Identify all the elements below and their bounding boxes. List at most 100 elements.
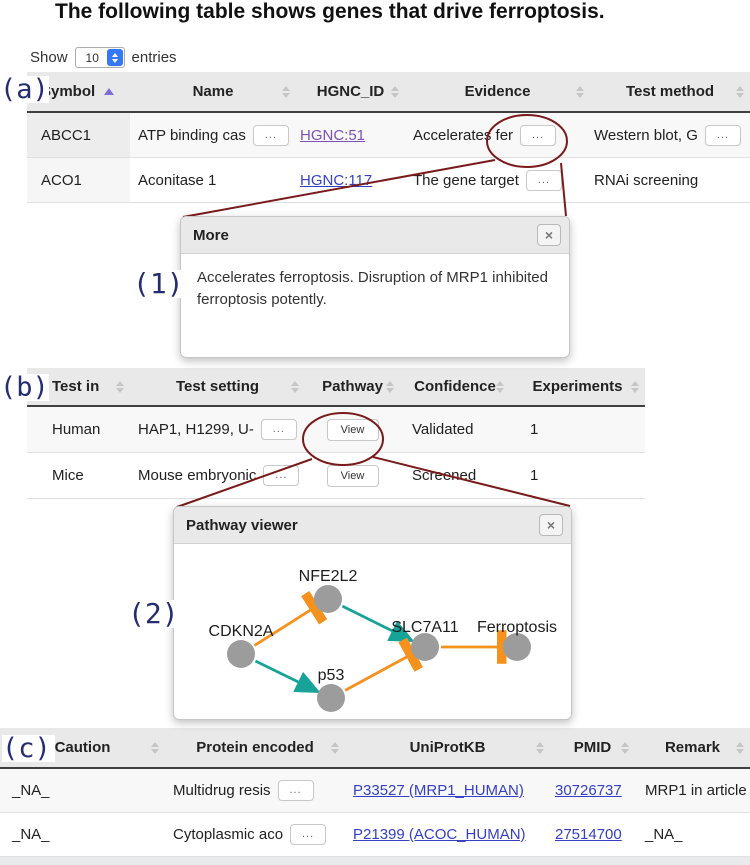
page-title: The following table shows genes that dri… — [55, 0, 605, 23]
expand-text-button[interactable]: ... — [277, 780, 314, 801]
expand-evidence-button[interactable]: ... — [525, 169, 562, 191]
cell-confidence: Validated — [400, 421, 510, 438]
show-entries-control: Show 10 entries — [30, 47, 177, 68]
annotations-table: Caution Protein encoded UniProtKB PMID R… — [0, 728, 750, 857]
cell-pmid: 30726737 — [550, 782, 635, 799]
close-icon[interactable]: × — [539, 514, 563, 536]
column-header-evidence[interactable]: Evidence — [405, 72, 590, 111]
column-header-uniprotkb[interactable]: UniProtKB — [345, 728, 550, 767]
expand-text-button[interactable]: ... — [260, 419, 297, 440]
caution-value: _NA_ — [12, 826, 50, 843]
gene-name-truncated: ATP binding cas — [138, 126, 246, 144]
node-p53[interactable] — [317, 684, 345, 712]
hgnc-link[interactable]: HGNC:51 — [300, 126, 366, 144]
page-length-select[interactable]: 10 — [74, 47, 125, 68]
column-header-label: Evidence — [464, 83, 531, 100]
column-header-test-method[interactable]: Test method — [590, 72, 750, 111]
view-pathway-button[interactable]: View — [326, 464, 379, 487]
node-label: Ferroptosis — [477, 619, 557, 636]
remark-value: _NA_ — [645, 826, 683, 843]
cell-evidence: Accelerates fer ... — [405, 124, 590, 146]
column-header-symbol[interactable]: Symbol — [27, 72, 130, 111]
callout-label-1: (1) — [133, 267, 184, 300]
column-header-pathway[interactable]: Pathway — [305, 368, 400, 405]
page-length-value: 10 — [85, 50, 99, 65]
panel-label-c: (c) — [2, 735, 55, 762]
column-header-label: HGNC_ID — [316, 83, 385, 100]
column-header-label: Experiments — [532, 378, 623, 395]
more-modal: More × Accelerates ferroptosis. Disrupti… — [180, 216, 570, 358]
column-header-caution[interactable]: Caution — [0, 728, 165, 767]
column-header-label: Test in — [52, 378, 100, 395]
column-header-test-in[interactable]: Test in — [27, 368, 130, 405]
show-label: Show — [30, 49, 68, 66]
more-modal-header: More × — [181, 217, 569, 254]
cell-uniprotkb: P21399 (ACOC_HUMAN) — [345, 826, 550, 843]
column-header-label: Symbol — [41, 83, 96, 100]
sort-icon — [496, 380, 504, 393]
modal-title: More — [193, 226, 229, 244]
cell-hgnc: HGNC:117 — [296, 172, 405, 189]
cell-remark: _NA_ — [635, 826, 750, 843]
cell-symbol: ACO1 — [27, 158, 130, 202]
sort-icon — [391, 85, 399, 98]
column-header-remark[interactable]: Remark — [635, 728, 750, 767]
uniprot-link[interactable]: P21399 (ACOC_HUMAN) — [353, 826, 526, 843]
gene-table-header: Symbol Name HGNC_ID Evidence Test method — [27, 72, 750, 113]
column-header-pmid[interactable]: PMID — [550, 728, 635, 767]
column-header-experiments[interactable]: Experiments — [510, 368, 645, 405]
evidence-truncated: Accelerates fer — [413, 126, 514, 144]
cell-experiments: 1 — [510, 421, 645, 438]
table-footer-strip — [0, 857, 750, 865]
expand-evidence-button[interactable]: ... — [520, 124, 557, 146]
sort-icon — [386, 380, 394, 393]
test-setting-truncated: HAP1, H1299, U- — [138, 421, 254, 438]
protein-encoded-truncated: Multidrug resis — [173, 782, 271, 799]
more-modal-body: Accelerates ferroptosis. Disruption of M… — [197, 269, 548, 308]
remark-value: MRP1 in article — [645, 782, 747, 799]
edge-p53-slc7a11 — [344, 637, 424, 692]
node-nfe2l2[interactable] — [314, 585, 342, 613]
experiments-table-header: Test in Test setting Pathway Confidence … — [27, 368, 645, 407]
sort-icon — [631, 380, 639, 393]
cell-caution: _NA_ — [0, 826, 165, 843]
pmid-link[interactable]: 30726737 — [555, 782, 622, 799]
table-row: ABCC1 ATP binding cas ... HGNC:51 Accele… — [27, 113, 750, 158]
confidence-value: Validated — [412, 421, 474, 438]
evidence-truncated: The gene target — [413, 171, 519, 189]
callout-label-2: (2) — [128, 597, 179, 630]
edge-cdkn2a-p53 — [254, 659, 321, 693]
column-header-hgnc-id[interactable]: HGNC_ID — [296, 72, 405, 111]
sort-icon — [536, 741, 544, 754]
cell-test-setting: HAP1, H1299, U- ... — [130, 419, 305, 440]
cell-experiments: 1 — [510, 467, 645, 484]
column-header-test-setting[interactable]: Test setting — [130, 368, 305, 405]
view-pathway-button[interactable]: View — [326, 418, 379, 441]
sort-icon — [576, 85, 584, 98]
edge-cdkn2a-nfe2l2 — [253, 590, 328, 647]
sort-icon — [331, 741, 339, 754]
sort-icon — [291, 380, 299, 393]
hgnc-link[interactable]: HGNC:117 — [300, 171, 373, 189]
sort-icon — [736, 85, 744, 98]
test-in-value: Mice — [52, 467, 84, 484]
expand-text-button[interactable]: ... — [263, 465, 300, 486]
expand-text-button[interactable]: ... — [252, 124, 289, 146]
cell-test-method: Western blot, G ... — [590, 124, 750, 146]
pmid-link[interactable]: 27514700 — [555, 826, 622, 843]
uniprot-link[interactable]: P33527 (MRP1_HUMAN) — [353, 782, 524, 799]
column-header-protein-encoded[interactable]: Protein encoded — [165, 728, 345, 767]
table-row: Mice Mouse embryonic ... View Screened 1 — [27, 453, 645, 499]
experiments-count: 1 — [530, 421, 539, 438]
node-slc7a11[interactable] — [411, 633, 439, 661]
expand-text-button[interactable]: ... — [704, 124, 741, 146]
column-header-name[interactable]: Name — [130, 72, 296, 111]
expand-text-button[interactable]: ... — [290, 824, 327, 845]
node-cdkn2a[interactable] — [227, 640, 255, 668]
node-ferroptosis[interactable] — [503, 633, 531, 661]
column-header-label: Pathway — [322, 378, 383, 395]
close-icon[interactable]: × — [537, 224, 561, 246]
column-header-confidence[interactable]: Confidence — [400, 368, 510, 405]
table-row: _NA_ Cytoplasmic aco ... P21399 (ACOC_HU… — [0, 813, 750, 857]
sort-icon — [282, 85, 290, 98]
